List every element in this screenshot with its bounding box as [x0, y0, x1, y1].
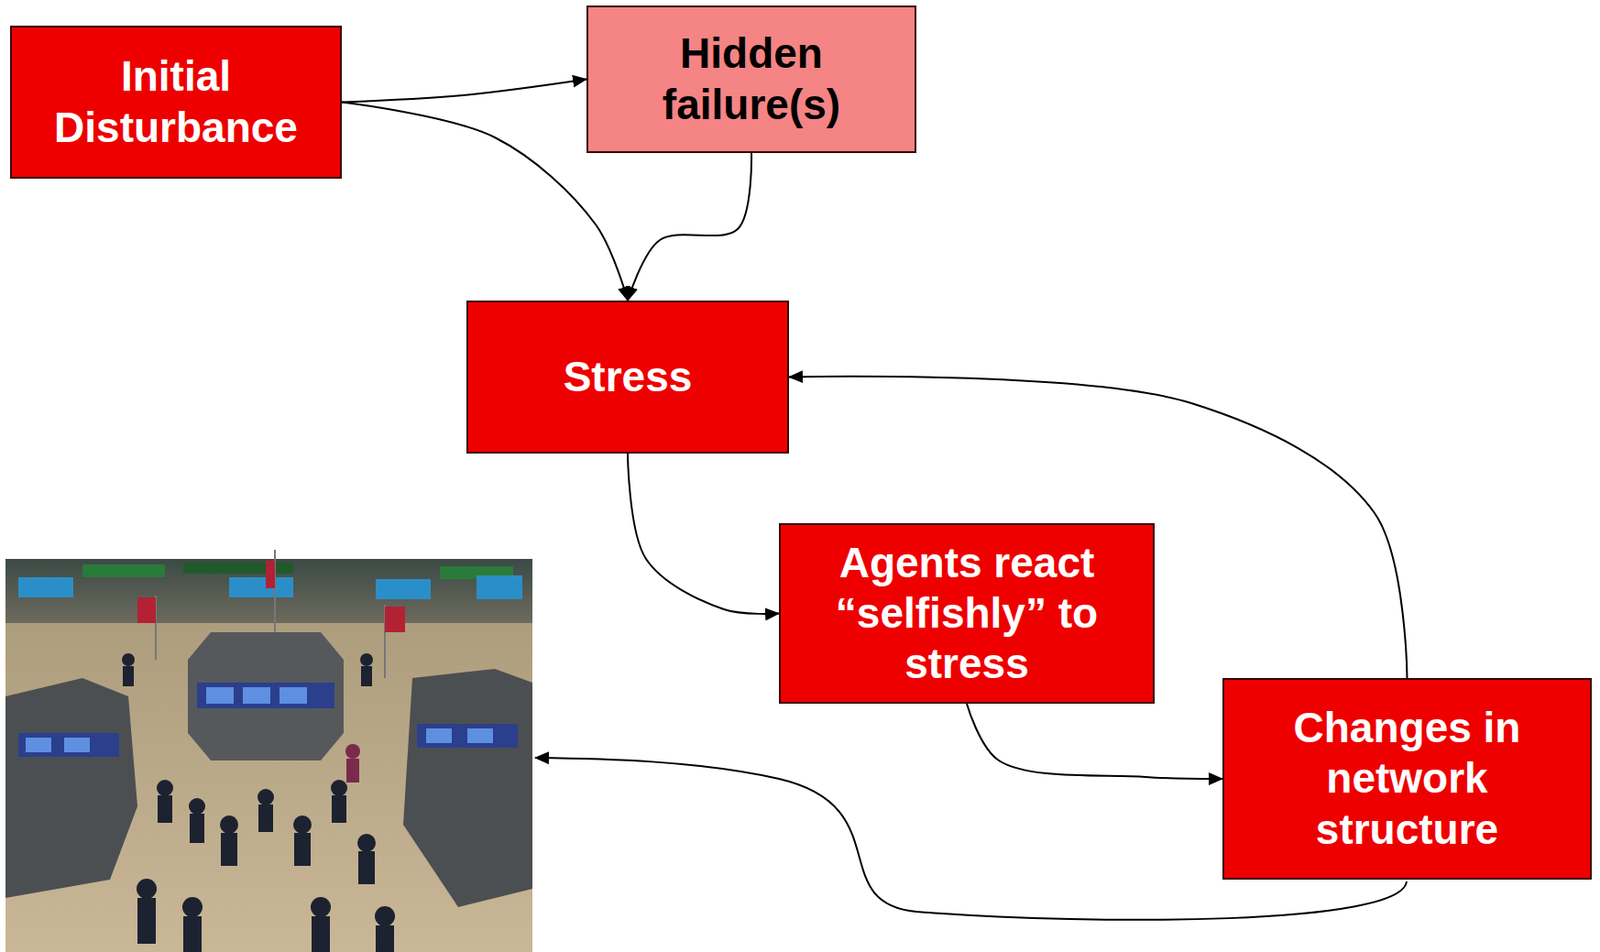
node-label: Changes in network structure: [1242, 702, 1573, 855]
process-box: Agents react “selfishly” to stress: [778, 523, 1155, 704]
process-box: Changes in network structure: [1222, 678, 1592, 880]
process-box: Initial Disturbance: [10, 25, 342, 179]
connector-arrow: [966, 703, 1223, 779]
node-label: Stress: [563, 351, 693, 403]
photo-scene: [5, 549, 533, 952]
node-label: Initial Disturbance: [24, 51, 328, 153]
node-label: Hidden failure(s): [600, 28, 903, 130]
connector-arrow: [627, 453, 779, 614]
connector-arrow: [341, 79, 587, 103]
connector-arrow: [627, 153, 752, 301]
node-label: Agents react “selfishly” to stress: [792, 537, 1141, 691]
process-box: Stress: [466, 300, 790, 454]
connector-arrow: [341, 102, 628, 302]
process-box: Hidden failure(s): [586, 5, 917, 154]
